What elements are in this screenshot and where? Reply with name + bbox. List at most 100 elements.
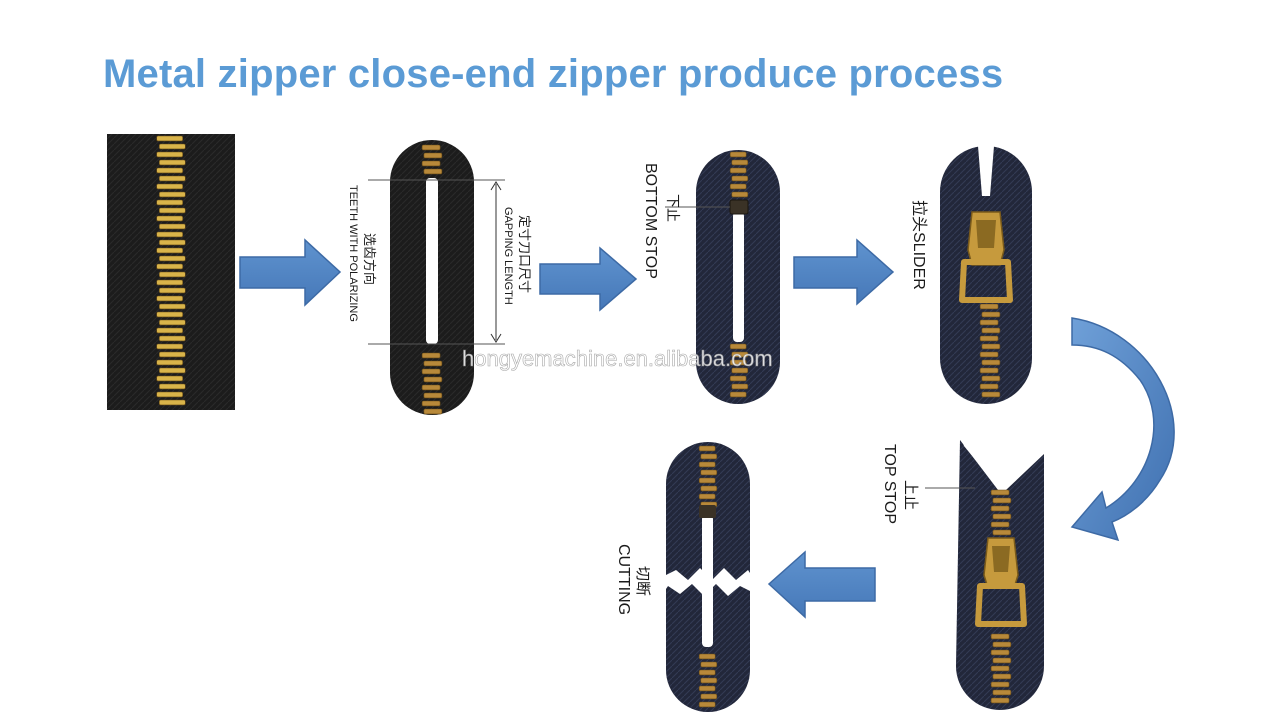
tooth — [156, 247, 183, 254]
slider-icon-2 — [975, 537, 1027, 627]
tooth — [992, 641, 1012, 648]
tooth — [700, 677, 718, 684]
tooth — [729, 151, 747, 158]
tooth — [981, 343, 1001, 350]
tooth — [698, 701, 716, 708]
tooth — [159, 255, 186, 262]
tooth — [990, 665, 1010, 672]
label-teeth-polarizing-en: TEETH WITH POLARIZING — [347, 185, 359, 322]
tooth — [421, 400, 441, 407]
label-top-stop-cn: 上止 — [902, 480, 919, 510]
tooth — [156, 231, 183, 238]
tooth — [729, 375, 747, 382]
tooth — [159, 351, 186, 358]
tooth — [421, 160, 441, 167]
step-chain — [107, 134, 235, 410]
tooth — [698, 493, 716, 500]
tooth — [159, 319, 186, 326]
tooth — [990, 681, 1010, 688]
step-top-stop: 上止 TOP STOP — [881, 440, 1044, 710]
tooth — [159, 303, 186, 310]
tooth — [700, 485, 718, 492]
label-slider: 拉头SLIDER — [910, 200, 928, 290]
tooth — [156, 215, 183, 222]
tooth — [698, 653, 716, 660]
page-title: Metal zipper close-end zipper produce pr… — [103, 52, 1004, 96]
tooth — [156, 199, 183, 206]
zipper-teeth — [990, 489, 1012, 704]
tooth — [159, 159, 186, 166]
tooth — [990, 649, 1010, 656]
tooth — [698, 669, 716, 676]
zipper-teeth — [421, 144, 443, 415]
tooth — [159, 399, 186, 406]
tooth — [981, 327, 1001, 334]
tooth — [159, 191, 186, 198]
watermark: hongyemachine.en.alibaba.com — [462, 346, 773, 371]
tooth — [729, 359, 747, 366]
label-teeth-polarizing-cn: 选齿方向 — [362, 233, 377, 285]
tooth — [992, 657, 1012, 664]
tooth — [990, 633, 1010, 640]
arrow-right-1 — [239, 238, 342, 307]
tooth — [423, 376, 443, 383]
tooth — [990, 489, 1010, 496]
tooth — [979, 351, 999, 358]
tooth — [979, 319, 999, 326]
tooth — [981, 311, 1001, 318]
tooth — [700, 693, 718, 700]
tooth — [981, 375, 1001, 382]
label-bottom-stop-en: BOTTOM STOP — [642, 163, 659, 279]
tooth — [159, 271, 186, 278]
tooth — [421, 384, 441, 391]
tooth — [698, 461, 716, 468]
tooth — [731, 159, 749, 166]
tooth — [159, 239, 186, 246]
tooth — [992, 529, 1012, 536]
tooth — [423, 392, 443, 399]
tooth — [698, 445, 716, 452]
tooth — [981, 359, 1001, 366]
tooth — [421, 352, 441, 359]
arrow-left-4 — [767, 550, 876, 619]
tooth — [423, 152, 443, 159]
label-top-stop-en: TOP STOP — [881, 444, 898, 524]
step-bottom-stop: 下止 BOTTOM STOP — [642, 150, 780, 404]
step-slider: 拉头SLIDER — [910, 146, 1032, 404]
arrow-right-2 — [539, 246, 638, 312]
tooth — [159, 335, 186, 342]
tooth — [156, 151, 183, 158]
label-cutting-cn: 切断 — [634, 566, 651, 596]
tooth — [992, 497, 1012, 504]
tooth — [731, 383, 749, 390]
tooth — [156, 183, 183, 190]
label-gapping-length-en: GAPPING LENGTH — [502, 207, 514, 305]
tooth — [731, 175, 749, 182]
tooth — [990, 697, 1010, 704]
tooth — [700, 469, 718, 476]
tooth — [156, 311, 183, 318]
tooth — [156, 375, 183, 382]
tooth — [700, 453, 718, 460]
tooth — [992, 513, 1012, 520]
label-gapping-length-cn: 定寸刀口尺寸 — [517, 215, 532, 293]
tooth — [159, 367, 186, 374]
tooth — [423, 408, 443, 415]
step-cutting: 切断 CUTTING — [615, 442, 752, 712]
tooth — [992, 689, 1012, 696]
tooth — [421, 144, 441, 151]
tooth — [159, 287, 186, 294]
zipper-teeth — [979, 303, 1001, 398]
tooth — [979, 383, 999, 390]
tooth — [979, 335, 999, 342]
tooth — [159, 223, 186, 230]
tooth — [981, 391, 1001, 398]
tooth — [698, 477, 716, 484]
tooth — [156, 295, 183, 302]
tooth — [731, 191, 749, 198]
tooth — [729, 167, 747, 174]
tooth — [729, 343, 747, 350]
tooth — [990, 521, 1010, 528]
arrow-right-3 — [793, 238, 895, 306]
